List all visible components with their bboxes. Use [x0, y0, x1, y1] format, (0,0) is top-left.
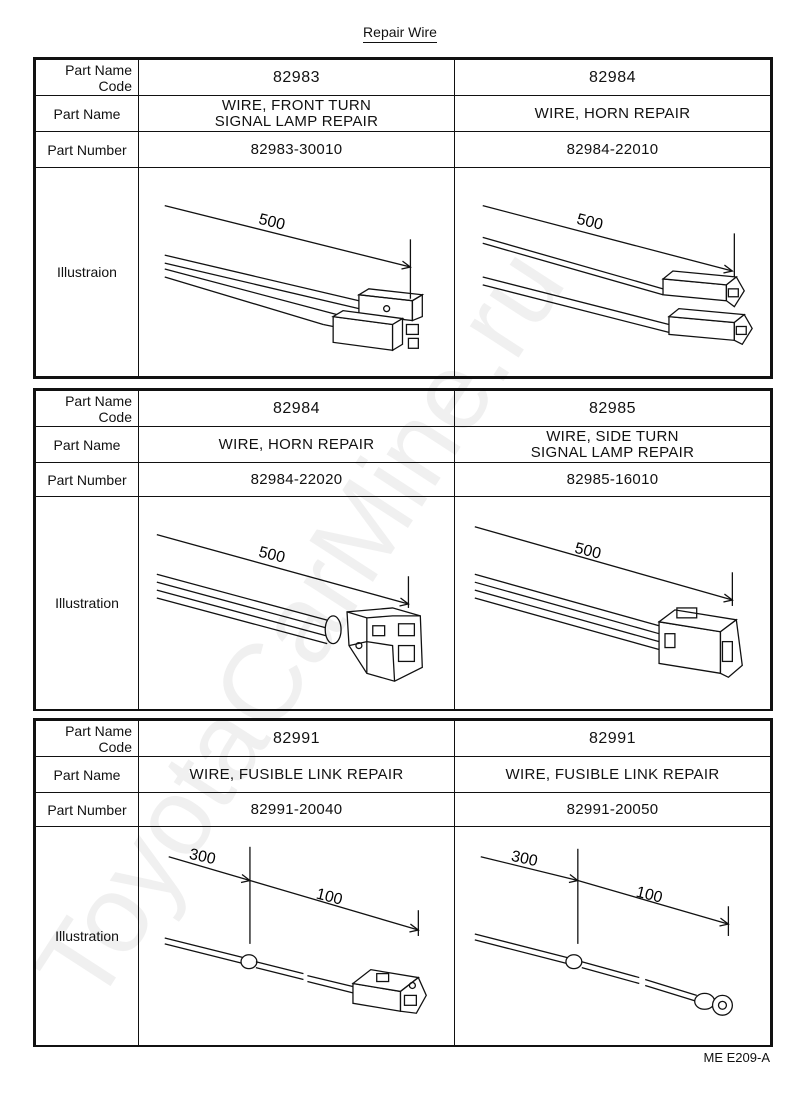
part-name: WIRE, FUSIBLE LINK REPAIR — [454, 756, 771, 793]
code-label: Part Name Code — [35, 390, 139, 427]
part-code: 82991 — [454, 720, 771, 757]
illustration-cell: 300 100 — [138, 826, 455, 1046]
code-label: Part Name Code — [35, 59, 139, 96]
fusible-link-illustration: 300 100 — [474, 848, 734, 1016]
part-number: 82984-22020 — [138, 462, 455, 497]
document-id: ME E209-A — [703, 1050, 770, 1065]
wire-connector-illustration: 500 — [474, 526, 743, 679]
wire-connector-illustration: 500 — [482, 205, 753, 346]
part-code: 82984 — [138, 390, 455, 427]
parts-table-1: Part Name Code 82983 82984 Part Name WIR… — [33, 57, 773, 379]
illustration-cell: 500 — [454, 166, 771, 378]
illustration-cell: 500 — [138, 166, 455, 378]
part-number: 82985-16010 — [454, 462, 771, 497]
part-name-label: Part Name — [35, 426, 139, 463]
part-name: WIRE, SIDE TURN SIGNAL LAMP REPAIR — [454, 426, 771, 463]
parts-table-3: Part Name Code 82991 82991 Part Name WIR… — [33, 718, 773, 1047]
dimension-label: 500 — [257, 211, 287, 234]
part-code: 82985 — [454, 390, 771, 427]
fusible-link-illustration: 300 100 — [164, 846, 427, 1014]
dimension-label: 500 — [575, 211, 605, 234]
part-code: 82991 — [138, 720, 455, 757]
part-number: 82984-22010 — [454, 131, 771, 168]
part-number: 82983-30010 — [138, 131, 455, 168]
part-code: 82983 — [138, 59, 455, 96]
illustration-label: Illustration — [35, 826, 139, 1046]
part-number-label: Part Number — [35, 792, 139, 827]
illustration-cell: 500 — [138, 496, 455, 710]
illustration-label: Illustraion — [35, 166, 139, 378]
part-name: WIRE, HORN REPAIR — [138, 426, 455, 463]
dimension-label: 300 — [188, 846, 218, 868]
wire-connector-illustration: 500 — [156, 534, 423, 682]
part-name: WIRE, FRONT TURN SIGNAL LAMP REPAIR — [138, 95, 455, 132]
dimension-label: 100 — [634, 884, 664, 907]
part-code: 82984 — [454, 59, 771, 96]
page-title: Repair Wire — [0, 24, 800, 43]
illustration-cell: 300 100 — [454, 826, 771, 1046]
dimension-label: 300 — [510, 848, 540, 870]
part-number: 82991-20050 — [454, 792, 771, 827]
part-number-label: Part Number — [35, 462, 139, 497]
part-number: 82991-20040 — [138, 792, 455, 827]
part-number-label: Part Number — [35, 131, 139, 168]
illustration-cell: 500 — [454, 496, 771, 710]
part-name: WIRE, HORN REPAIR — [454, 95, 771, 132]
parts-table-2: Part Name Code 82984 82985 Part Name WIR… — [33, 388, 773, 711]
dimension-label: 100 — [314, 886, 344, 909]
dimension-label: 500 — [573, 540, 603, 563]
illustration-label: Illustration — [35, 496, 139, 710]
dimension-label: 500 — [257, 544, 287, 567]
part-name-label: Part Name — [35, 95, 139, 132]
part-name: WIRE, FUSIBLE LINK REPAIR — [138, 756, 455, 793]
part-name-label: Part Name — [35, 756, 139, 793]
wire-connector-illustration: 500 — [164, 205, 425, 352]
code-label: Part Name Code — [35, 720, 139, 757]
